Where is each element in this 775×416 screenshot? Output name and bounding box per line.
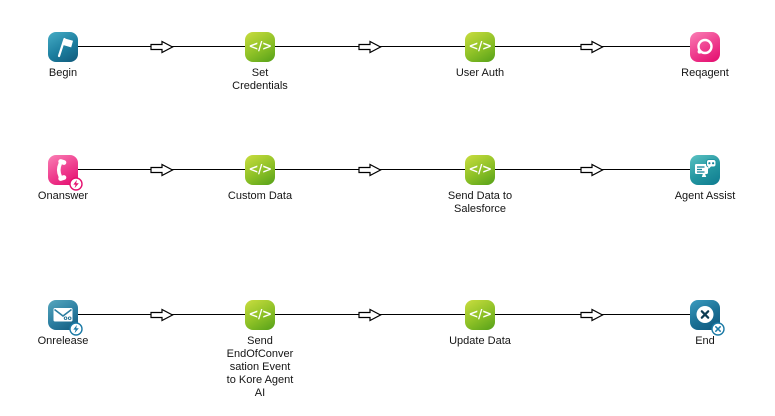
close-badge-icon [711,322,725,336]
node-label-agent-assist: Agent Assist [674,190,736,202]
connector-arrow-icon[interactable] [150,40,174,54]
code-icon: </> [468,39,493,53]
phone-icon [56,159,67,181]
connector-arrow-icon[interactable] [580,163,604,177]
node-update-data[interactable]: </> [465,300,495,330]
lightning-badge-icon [69,177,83,191]
connector-arrow-icon[interactable] [150,308,174,322]
node-user-auth[interactable]: </> [465,32,495,62]
node-label-reqagent: Reqagent [681,67,729,79]
code-icon: </> [468,162,493,176]
node-label-update-data: Update Data [449,335,511,347]
node-label-send-endofconversation-event: Send EndOfConver sation Event to Kore Ag… [226,335,294,399]
node-onanswer[interactable] [48,155,83,191]
node-set-credentials[interactable]: </> [245,32,275,62]
code-icon: </> [248,307,273,321]
code-icon: </> [248,39,273,53]
code-icon: </> [248,162,273,176]
node-send-data-to-salesforce[interactable]: </> [465,155,495,185]
envelope-icon: oo [53,308,73,322]
svg-text:oo: oo [64,315,72,322]
connector-arrow-icon[interactable] [580,308,604,322]
lightning-badge-icon [69,322,83,336]
node-label-send-data-to-salesforce: Send Data to Salesforce [447,190,513,215]
node-label-end: End [695,335,715,347]
node-label-user-auth: User Auth [455,67,505,79]
end-x-icon [696,306,714,323]
code-icon: </> [468,307,493,321]
headset-icon [697,38,713,55]
node-label-onanswer: Onanswer [37,190,89,202]
connector-arrow-icon[interactable] [150,163,174,177]
node-label-onrelease: Onrelease [37,335,89,347]
node-agent-assist[interactable] [690,155,720,185]
flag-icon [57,37,73,58]
connector-arrow-icon[interactable] [358,163,382,177]
node-custom-data[interactable]: </> [245,155,275,185]
node-begin[interactable] [48,32,78,62]
node-send-endofconversation-event[interactable]: </> [245,300,275,330]
connector-arrow-icon[interactable] [358,308,382,322]
node-label-begin: Begin [48,67,78,79]
node-end[interactable] [690,300,725,336]
connector-arrow-icon[interactable] [580,40,604,54]
node-label-custom-data: Custom Data [227,190,293,202]
connector-arrow-icon[interactable] [358,40,382,54]
node-reqagent[interactable] [690,32,720,62]
node-label-set-credentials: Set Credentials [232,67,288,92]
node-onrelease[interactable]: oo [48,300,83,336]
agent-assist-icon [695,159,717,177]
